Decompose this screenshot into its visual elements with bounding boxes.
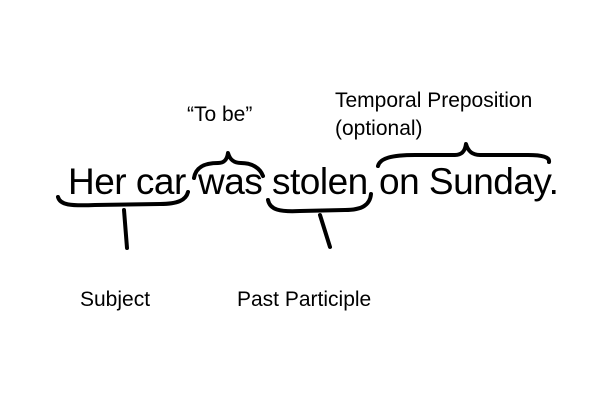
temporal-brace [376,142,552,168]
label-past-participle: Past Participle [237,288,372,311]
to-be-brace [192,151,265,180]
past-participle-bracket [266,192,373,214]
sentence-temporal-phrase: on Sunday. [379,161,559,202]
past-participle-pointer [318,213,332,249]
subject-pointer [122,208,129,250]
label-temporal-preposition: Temporal Preposition [335,89,533,112]
subject-bracket [56,190,190,208]
sentence-subject: Her car [68,161,186,202]
sentence-to-be: was [198,161,263,202]
label-to-be: “To be” [187,103,253,126]
sentence-past-participle: stolen [272,161,368,202]
label-subject: Subject [80,288,151,311]
label-optional: (optional) [335,117,423,140]
